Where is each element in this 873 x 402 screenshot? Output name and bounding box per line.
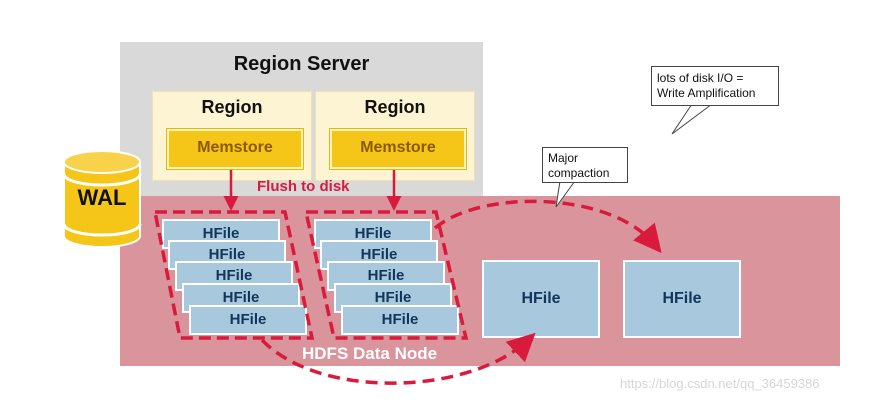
hdfs-data-node-label: HDFS Data Node (302, 344, 438, 363)
hfile-compacted-1: HFile (482, 260, 600, 338)
hfile-compacted-2: HFile (623, 260, 741, 338)
hfile-stack2-5: HFile (341, 305, 459, 335)
minor-compaction-arrow (260, 332, 536, 385)
io-callout-tail (671, 103, 713, 135)
flush-to-disk-label: Flush to disk (257, 178, 350, 195)
io-callout-line1: lots of disk I/O = (657, 71, 744, 85)
hfile-group-outline-2 (303, 210, 469, 340)
memstore-2: Memstore (330, 129, 466, 169)
wal-cylinder-icon: WAL (62, 150, 142, 248)
region-title-2: Region (364, 97, 426, 117)
major-compaction-arrow (433, 199, 662, 254)
hfile-group-outline-1 (152, 210, 315, 340)
region-box-2: Region Memstore (315, 91, 475, 181)
watermark-text: https://blog.csdn.net/qq_36459386 (620, 376, 820, 391)
major-callout-line1: Major (548, 151, 579, 165)
region-box-1: Region Memstore (152, 91, 312, 181)
memstore-1: Memstore (167, 129, 303, 169)
io-callout-line2: Write Amplification (657, 86, 756, 100)
region-server-title: Region Server (233, 53, 370, 75)
write-amplification-callout: lots of disk I/O = Write Amplification (651, 66, 779, 106)
major-callout-line2: compaction (548, 166, 610, 180)
major-compaction-callout: Major compaction (542, 147, 628, 183)
wal-label: WAL (78, 185, 127, 210)
major-callout-tail (555, 180, 576, 208)
region-title-1: Region (201, 97, 263, 117)
hfile-stack1-5: HFile (189, 305, 307, 335)
